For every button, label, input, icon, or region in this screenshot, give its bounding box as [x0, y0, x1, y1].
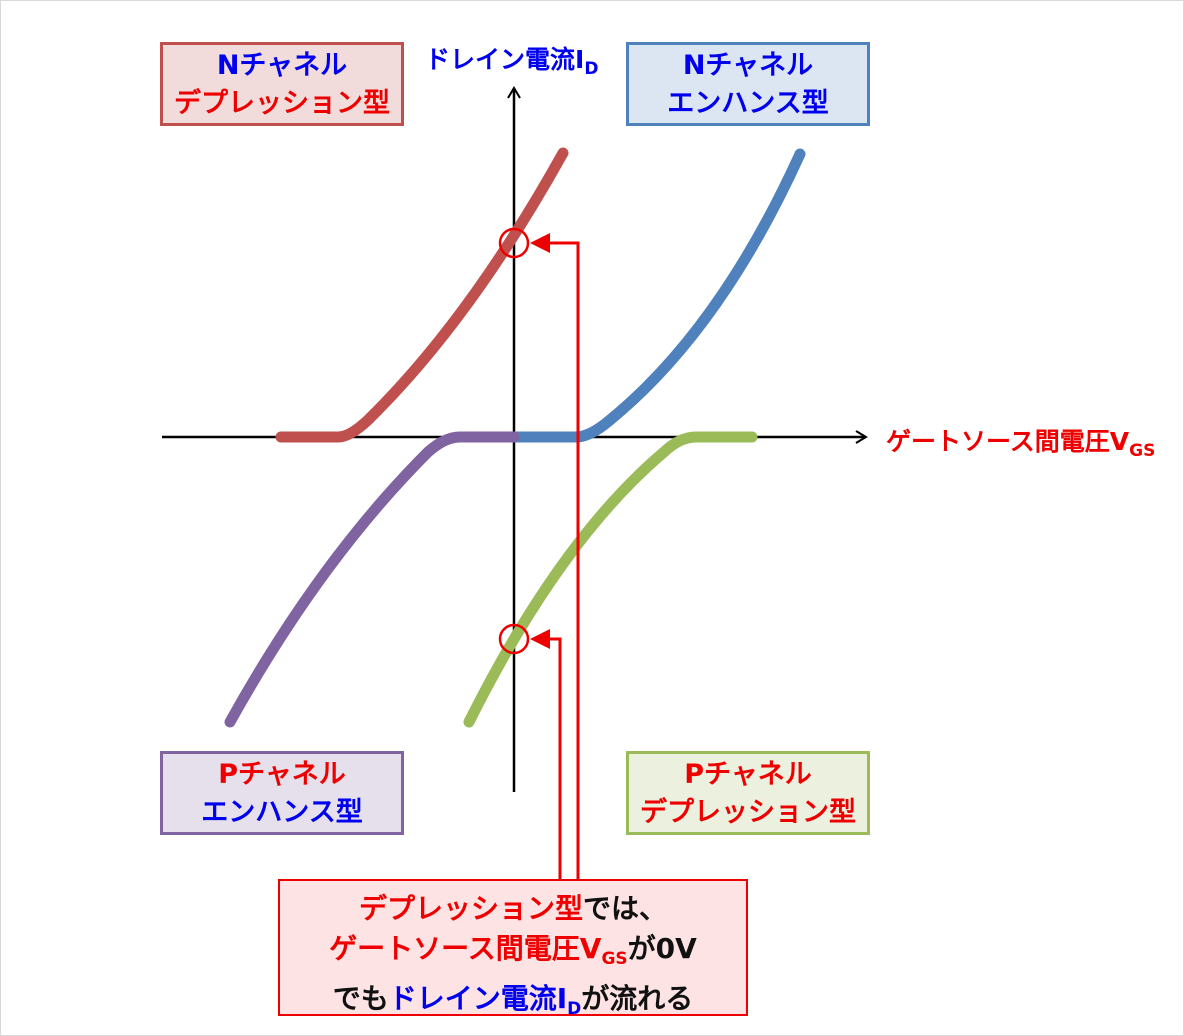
explanation-note: デプレッション型では、 ゲートソース間電圧VGSが0V でもドレイン電流IDが流… — [278, 879, 748, 1019]
callout-line-n-depletion — [548, 241, 580, 880]
curve-n-enhancement — [511, 148, 806, 443]
callout-line-p-depletion — [548, 637, 562, 880]
box-line-type: デプレッション型 — [174, 88, 390, 119]
curve-p-depletion — [463, 431, 758, 728]
intercept-circle-n-depletion — [498, 227, 530, 259]
note-line-3: でもドレイン電流IDが流れる — [332, 982, 694, 1019]
callout-arrowhead-p — [530, 629, 550, 649]
y-axis-label: ドレイン電流ID — [425, 45, 599, 79]
box-line-channel: Pチャネル — [684, 759, 812, 790]
intercept-circle-p-depletion — [498, 623, 530, 655]
box-line-channel: Nチャネル — [682, 50, 814, 81]
label-box-n-enhancement: Nチャネル エンハンス型 — [626, 42, 870, 126]
box-line-channel: Nチャネル — [216, 50, 348, 81]
box-line-type: デプレッション型 — [640, 797, 856, 828]
callout-arrowhead-n — [530, 233, 550, 253]
note-line-1: デプレッション型では、 — [358, 892, 668, 925]
label-box-p-enhancement: Pチャネル エンハンス型 — [160, 751, 404, 835]
box-line-type: エンハンス型 — [201, 797, 363, 828]
box-line-type: エンハンス型 — [667, 88, 829, 119]
box-line-channel: Pチャネル — [218, 759, 346, 790]
curve-p-enhancement — [224, 431, 520, 728]
label-box-n-depletion: Nチャネル デプレッション型 — [160, 42, 404, 126]
label-box-p-depletion: Pチャネル デプレッション型 — [626, 751, 870, 835]
note-line-2: ゲートソース間電圧VGSが0V — [329, 932, 697, 969]
curve-n-depletion — [275, 147, 569, 443]
x-axis-label: ゲートソース間電圧VGS — [886, 427, 1156, 461]
